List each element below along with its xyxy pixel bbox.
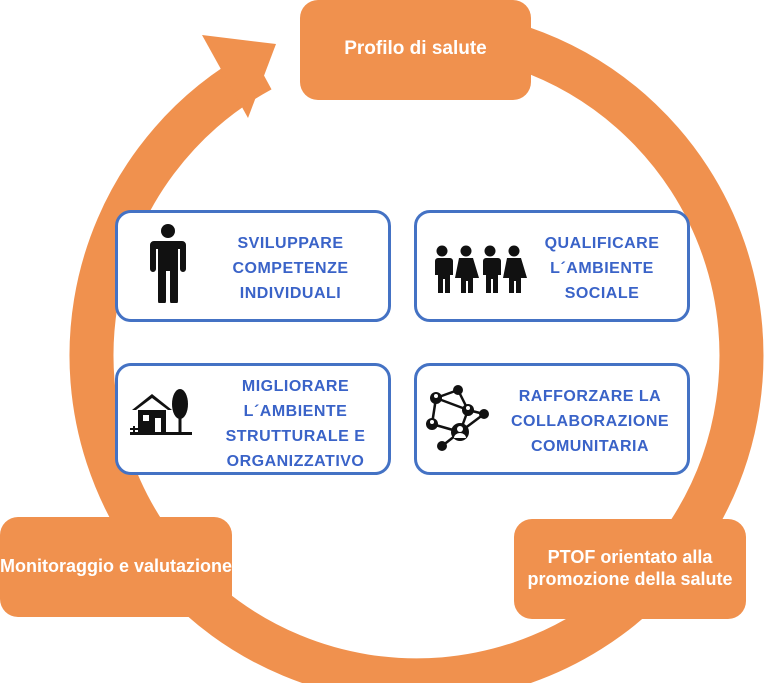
card-label: QUALIFICARE L´AMBIENTE SOCIALE — [544, 235, 660, 302]
stage-label: Monitoraggio e valutazione — [0, 556, 233, 577]
cycle-arrowhead — [202, 35, 276, 118]
card-label: RAFFORZARE LA COLLABORAZIONE COMUNITARIA — [510, 388, 670, 455]
card-label: MIGLIORARE L´AMBIENTE STRUTTURALE E ORGA… — [225, 378, 366, 470]
card-rafforzare-collaborazione: RAFFORZARE LA COLLABORAZIONE COMUNITARIA — [414, 363, 690, 475]
stage-label: PTOF orientato alla promozione della sal… — [527, 547, 733, 589]
person-icon — [150, 224, 186, 303]
stage-label: Profilo di salute — [344, 38, 487, 59]
card-label: SVILUPPARE COMPETENZE INDIVIDUALI — [232, 235, 349, 302]
house-with-tree-icon — [130, 389, 192, 435]
stage-monitoraggio: Monitoraggio e valutazione — [0, 517, 232, 617]
network-icon — [426, 385, 489, 451]
stage-ptof: PTOF orientato alla promozione della sal… — [514, 519, 746, 619]
card-qualificare-ambiente: QUALIFICARE L´AMBIENTE SOCIALE — [414, 210, 690, 322]
card-sviluppare-competenze: SVILUPPARE COMPETENZE INDIVIDUALI — [115, 210, 391, 322]
group-of-people-icon — [434, 245, 527, 293]
cycle-arc — [69, 27, 764, 683]
card-migliorare-ambiente: MIGLIORARE L´AMBIENTE STRUTTURALE E ORGA… — [115, 363, 391, 475]
stage-profilo-di-salute: Profilo di salute — [300, 0, 531, 100]
